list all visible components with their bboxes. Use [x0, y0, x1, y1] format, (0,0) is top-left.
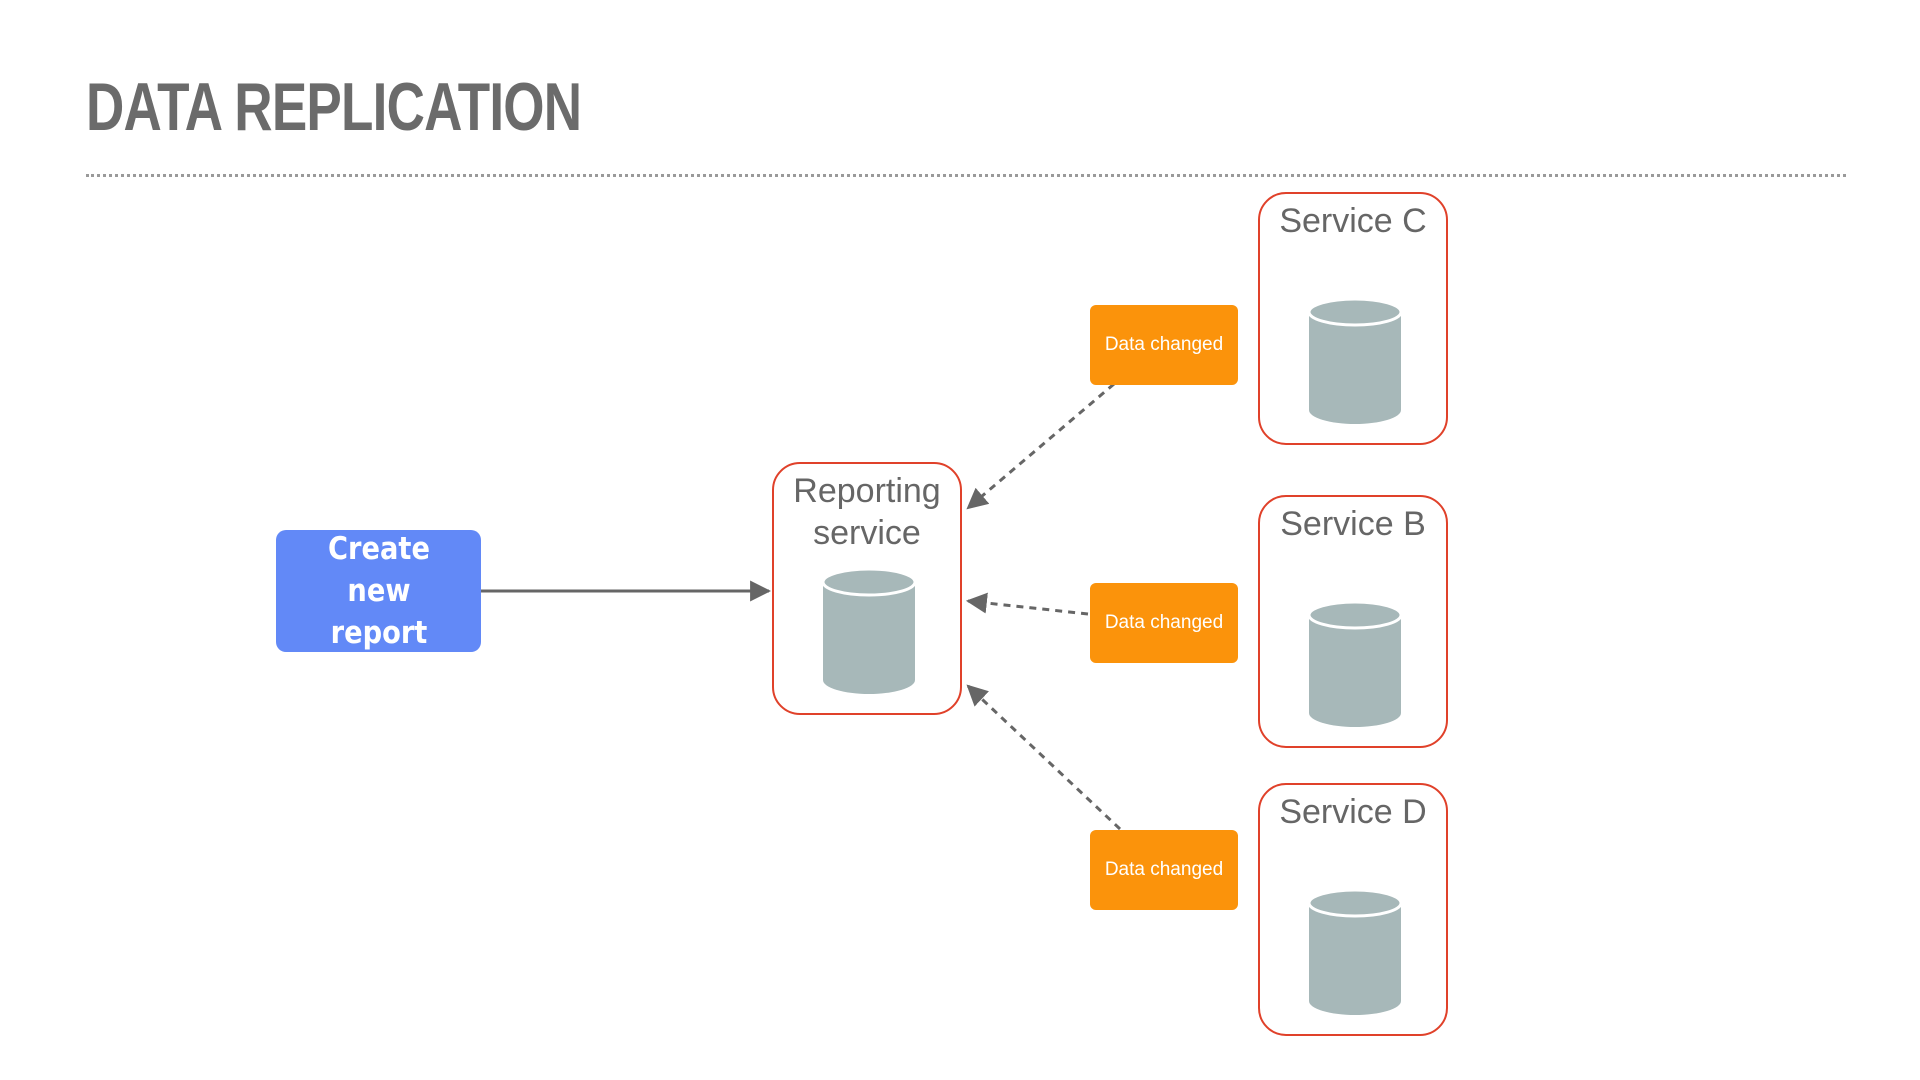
create-report-node: Create new report: [276, 530, 481, 652]
database-icon: [1307, 889, 1403, 1015]
create-report-label: Create new report: [327, 531, 430, 651]
reporting-service-box: Reporting service: [772, 462, 962, 715]
data-changed-event-d: Data changed: [1090, 830, 1238, 910]
service-c-box: Service C: [1258, 192, 1448, 445]
event-label: Data changed: [1104, 612, 1224, 633]
service-b-box: Service B: [1258, 495, 1448, 748]
event-arrow-b: [965, 592, 1089, 616]
service-c-label: Service C: [1279, 202, 1427, 240]
data-changed-event-b: Data changed: [1090, 583, 1238, 663]
event-arrow-c: [966, 382, 1115, 510]
reporting-service-label: Reporting service: [793, 472, 941, 552]
data-changed-event-c: Data changed: [1090, 305, 1238, 385]
service-b-label: Service B: [1280, 505, 1426, 543]
title-divider: [86, 174, 1846, 177]
event-arrow-d: [966, 684, 1122, 831]
slide-title: DATA REPLICATION: [86, 69, 582, 145]
service-d-label: Service D: [1279, 793, 1427, 831]
event-label: Data changed: [1104, 859, 1224, 880]
database-icon: [821, 568, 917, 694]
service-d-box: Service D: [1258, 783, 1448, 1036]
database-icon: [1307, 298, 1403, 424]
database-icon: [1307, 601, 1403, 727]
event-label: Data changed: [1104, 334, 1224, 355]
